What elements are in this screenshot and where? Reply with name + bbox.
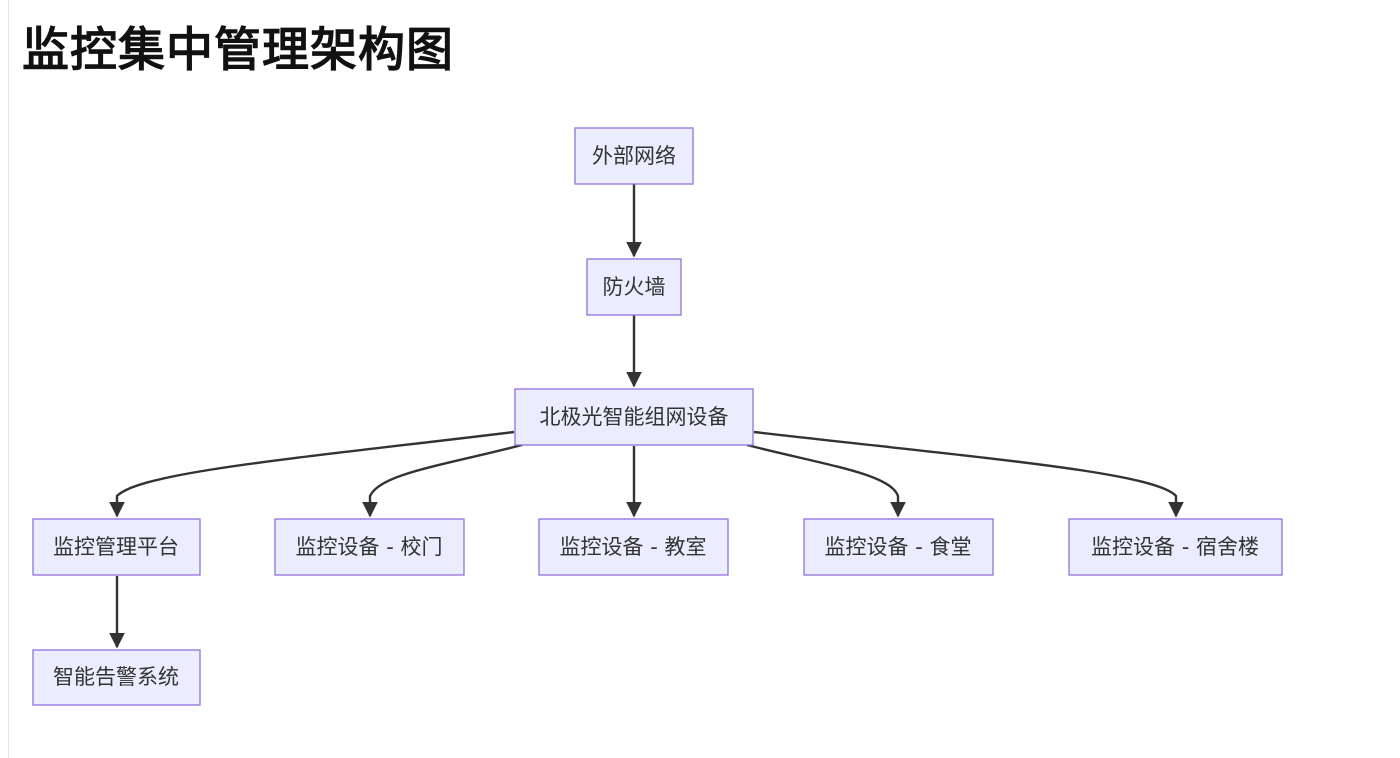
node-label-camera-gate: 监控设备 - 校门 <box>296 535 443 559</box>
node-aurora-device[interactable]: 北极光智能组网设备 <box>514 388 754 446</box>
node-label-monitor-platform: 监控管理平台 <box>53 535 179 559</box>
node-camera-dorm[interactable]: 监控设备 - 宿舍楼 <box>1068 518 1283 576</box>
edge-aurora-to-platform <box>109 430 515 518</box>
node-label-external-network: 外部网络 <box>592 144 676 168</box>
node-camera-gate[interactable]: 监控设备 - 校门 <box>274 518 465 576</box>
node-label-camera-dorm: 监控设备 - 宿舍楼 <box>1091 535 1259 559</box>
node-label-firewall: 防火墙 <box>603 275 666 299</box>
node-camera-classroom[interactable]: 监控设备 - 教室 <box>538 518 729 576</box>
node-external-network[interactable]: 外部网络 <box>574 127 694 185</box>
node-label-camera-canteen: 监控设备 - 食堂 <box>825 535 972 559</box>
node-label-alarm-system: 智能告警系统 <box>53 665 179 689</box>
node-label-camera-classroom: 监控设备 - 教室 <box>560 535 707 559</box>
page-title: 监控集中管理架构图 <box>22 23 454 78</box>
node-alarm-system[interactable]: 智能告警系统 <box>32 649 201 706</box>
left-divider <box>8 0 9 758</box>
node-camera-canteen[interactable]: 监控设备 - 食堂 <box>803 518 994 576</box>
node-monitor-platform[interactable]: 监控管理平台 <box>32 518 201 576</box>
node-firewall[interactable]: 防火墙 <box>586 258 682 316</box>
node-label-aurora-device: 北极光智能组网设备 <box>540 405 729 429</box>
edge-aurora-to-gate <box>362 443 523 518</box>
edge-aurora-to-canteen <box>746 443 906 518</box>
edges <box>109 184 1184 649</box>
edge-aurora-to-dorm <box>753 430 1184 518</box>
